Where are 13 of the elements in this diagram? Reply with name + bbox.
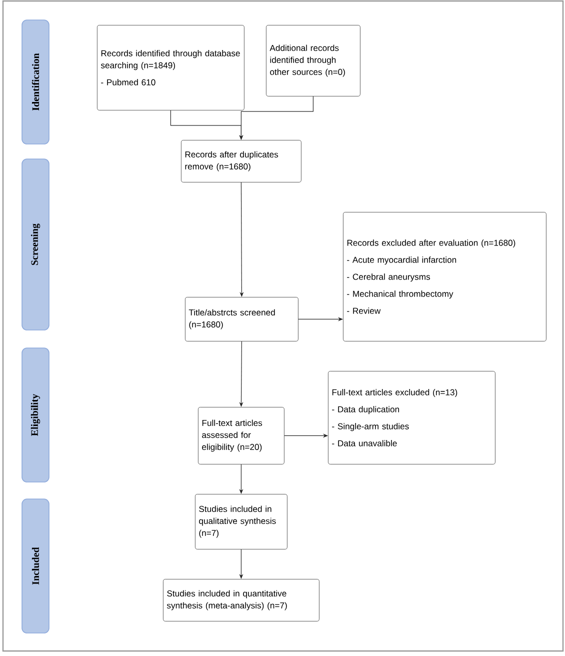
phase-band: Screening xyxy=(22,158,50,330)
process-box: Full-text articles excluded (n=13) - Data duplication - Single-arm studies - Data unavalible xyxy=(328,371,496,464)
process-box: Additional records identified through other sources (n=0) xyxy=(266,25,360,96)
process-box: Full-text articles assessed for eligibility (n=20) xyxy=(198,407,284,464)
process-box: Studies included in qualitative synthesis (n=7) xyxy=(195,494,288,550)
phase-band: Eligibility xyxy=(22,348,50,482)
phase-band: Identification xyxy=(22,20,50,144)
process-box: Title/abstrcts screened (n=1680) xyxy=(185,297,298,342)
process-box: Records identified through database searching (n=1849) - Pubmed 610 xyxy=(97,25,244,110)
process-box: Records excluded after evaluation (n=1680) - Acute myocardial infarction - Cerebral aneurysms - Mechanical thrombectomy - Review xyxy=(343,212,546,342)
process-box: Records after duplicates remove (n=1680) xyxy=(181,140,302,182)
phase-band: Included xyxy=(22,498,50,634)
process-box: Studies included in quantitative synthesis (meta-analysis) (n=7) xyxy=(163,579,320,622)
